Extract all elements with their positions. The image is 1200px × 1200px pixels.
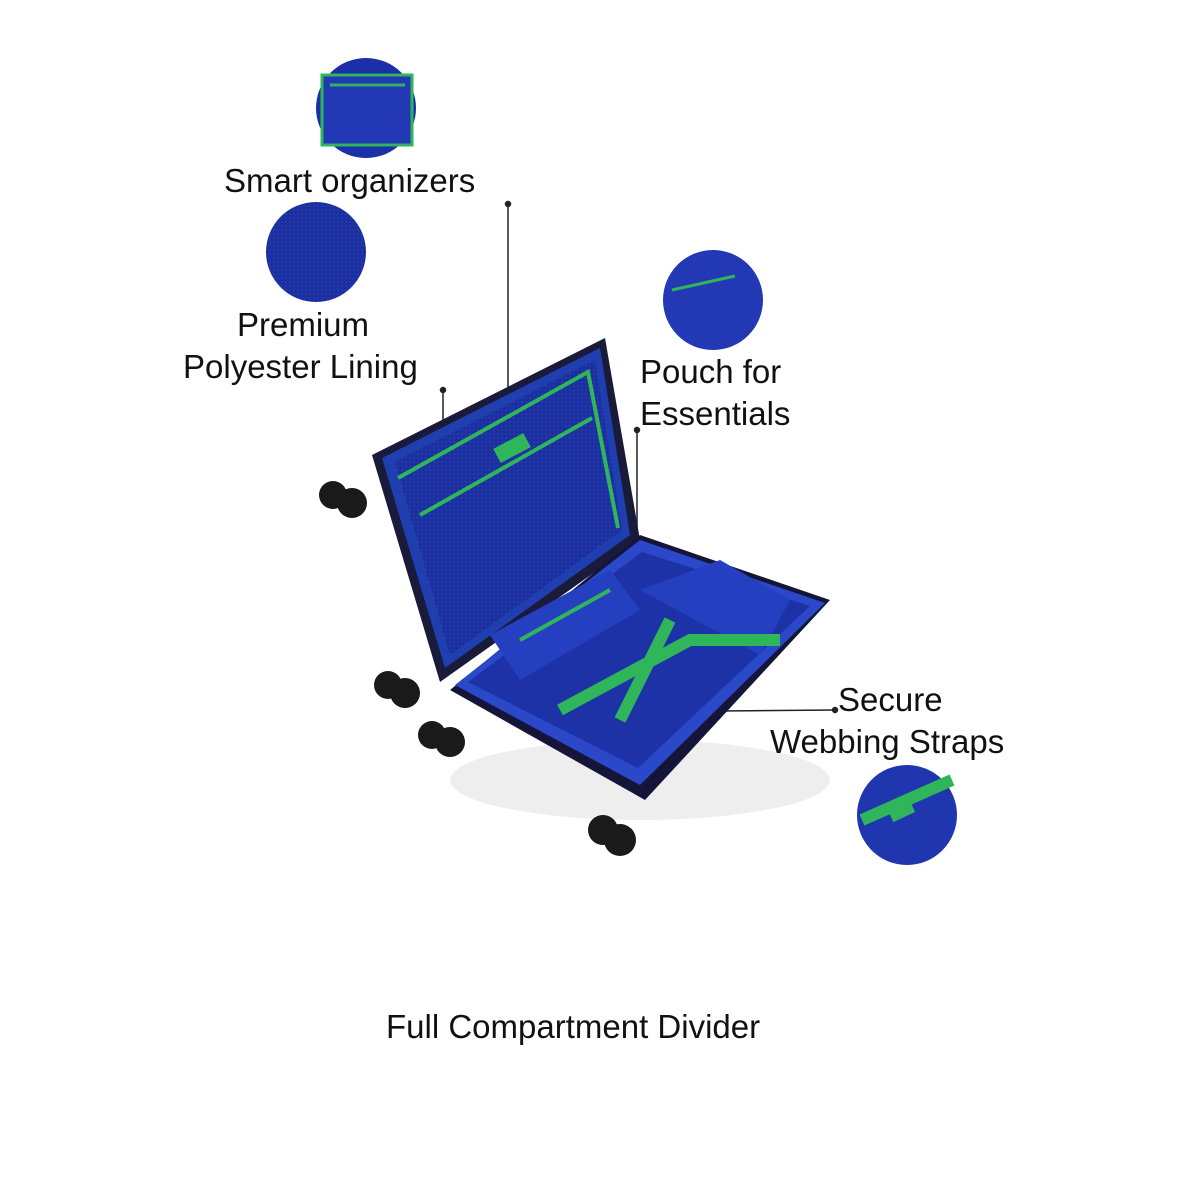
- wheels: [319, 481, 636, 856]
- pouch-label-line2: Essentials: [640, 395, 791, 432]
- straps-label-line1: Secure: [838, 681, 943, 718]
- strap-detail-thumbnail: [857, 765, 957, 865]
- pouch-detail-thumbnail: [663, 250, 763, 350]
- lining-label-line2: Polyester Lining: [183, 348, 418, 385]
- lining-label-line1: Premium: [237, 306, 370, 343]
- divider-caption: Full Compartment Divider: [386, 1008, 761, 1045]
- lining-detail-thumbnail: [266, 202, 366, 302]
- straps-label-line2: Webbing Straps: [770, 723, 1005, 760]
- pouch-label-line1: Pouch for: [640, 353, 782, 390]
- suitcase: [372, 338, 830, 820]
- smart-organizers-label: Smart organizers: [224, 162, 476, 199]
- organizer-detail-thumbnail: [316, 58, 416, 158]
